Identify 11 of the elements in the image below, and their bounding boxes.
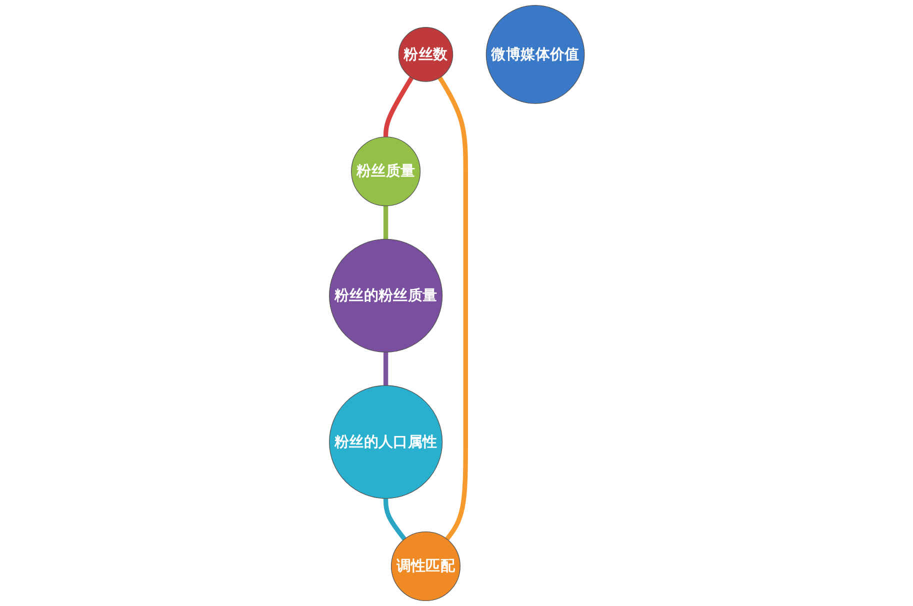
connector bbox=[437, 76, 468, 541]
node-circle: 粉丝的粉丝质量 bbox=[328, 238, 442, 352]
node-circle: 粉丝质量 bbox=[350, 136, 420, 206]
connector bbox=[383, 206, 388, 240]
connector bbox=[383, 498, 406, 541]
node-circle: 微博媒体价值 bbox=[485, 5, 584, 104]
node-circle: 粉丝的人口属性 bbox=[328, 385, 442, 499]
node-circle: 调性匹配 bbox=[390, 532, 460, 601]
connector bbox=[383, 76, 414, 137]
node-circle: 粉丝数 bbox=[398, 27, 453, 82]
connector bbox=[383, 352, 388, 386]
